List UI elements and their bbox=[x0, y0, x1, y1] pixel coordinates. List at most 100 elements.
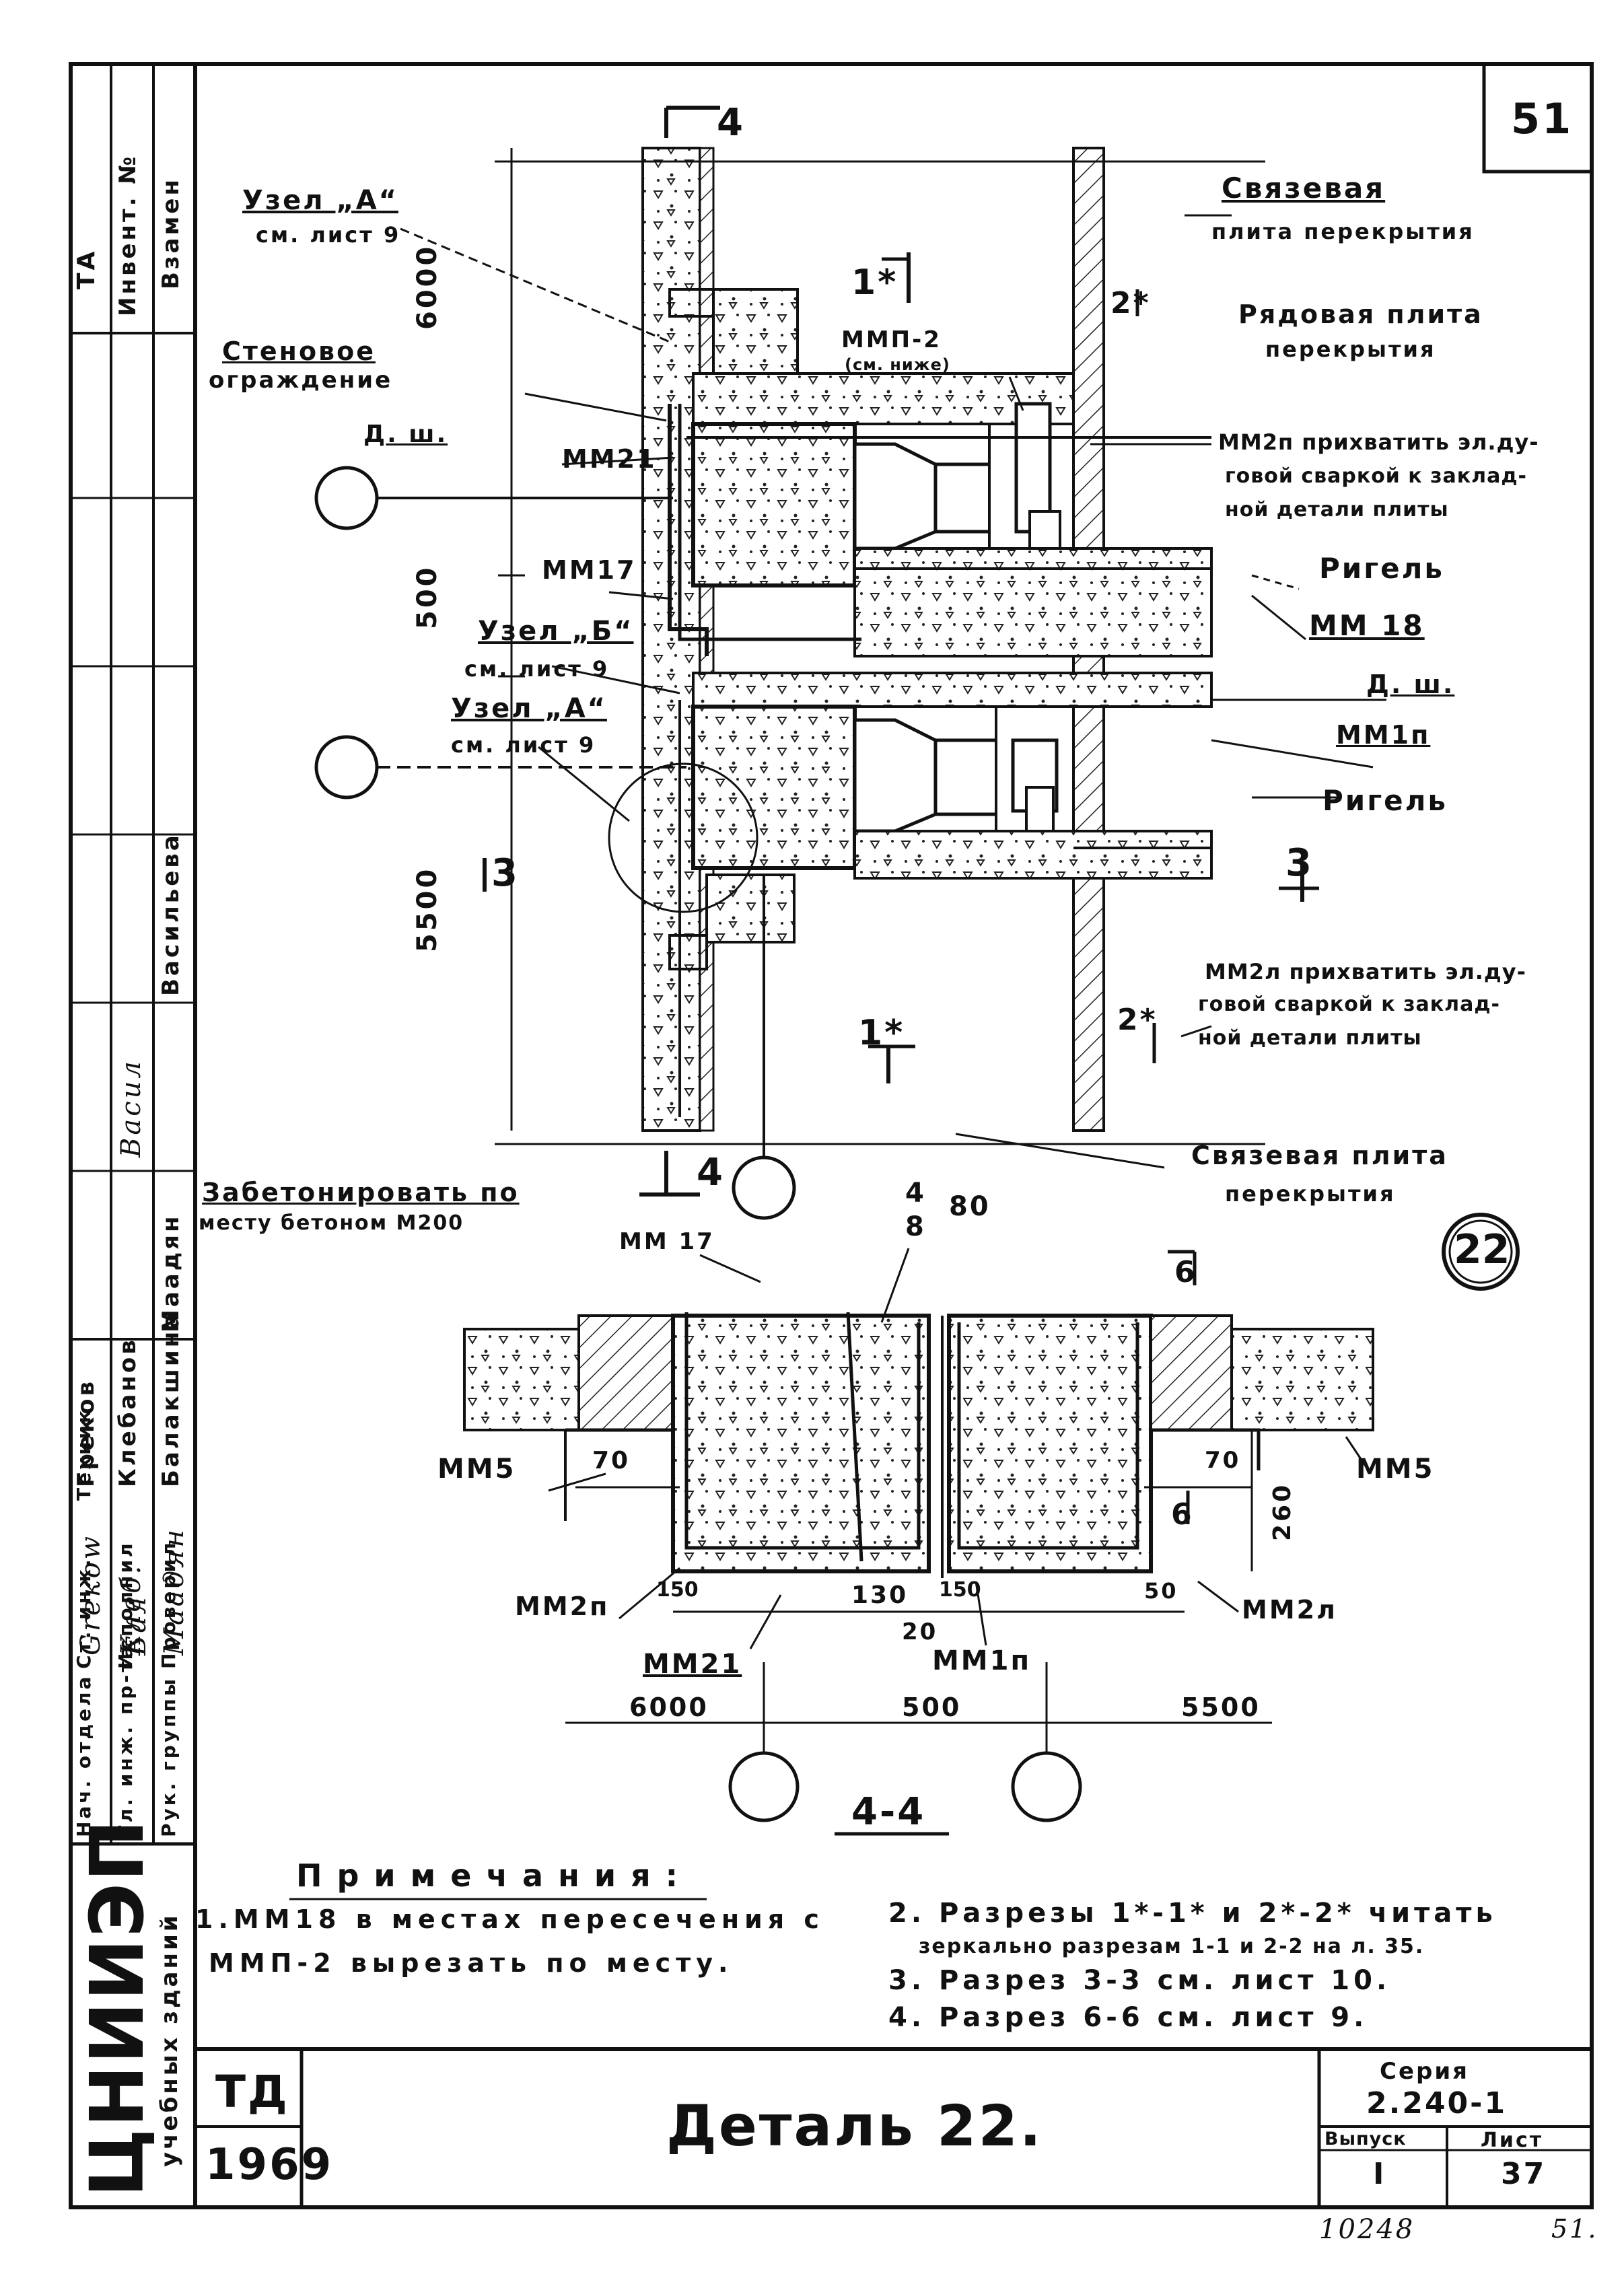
stamp-signature: Greкоw bbox=[75, 1534, 106, 1655]
section-dim-150: 150 bbox=[939, 1578, 981, 1602]
cut-label-1: 1* bbox=[851, 262, 898, 303]
section-label-mm2l: ММ2л bbox=[1242, 1595, 1337, 1625]
label-axis-d: Д. ш. bbox=[363, 421, 448, 448]
cut-label-3: 3 bbox=[491, 851, 520, 895]
cut-label-4: 4 bbox=[697, 1151, 725, 1195]
sheet-value: 37 bbox=[1501, 2157, 1547, 2191]
section-cut-6: 6 bbox=[1171, 1497, 1194, 1532]
note-mm2p-line2: говой сваркой к заклад- bbox=[1225, 464, 1528, 488]
note-4: 4. Разрез 6-6 см. лист 9. bbox=[888, 2002, 1368, 2033]
stamp-signature: Бал bbox=[121, 1594, 152, 1655]
frame-outer bbox=[69, 62, 1594, 2209]
cut-label-2: 2* bbox=[1110, 286, 1151, 320]
label-wall: Стеновое bbox=[222, 336, 376, 366]
archive-number: 10248 bbox=[1319, 2214, 1415, 2245]
section-axis-circle-left bbox=[728, 1751, 800, 1822]
cut-label-1: 1* bbox=[858, 1013, 905, 1053]
stamp-top-mark: ТА bbox=[73, 248, 100, 289]
note-2-line2: зеркально разрезам 1-1 и 2-2 на л. 35. bbox=[919, 1935, 1425, 1958]
stamp-name: Васильева bbox=[157, 832, 184, 996]
sheet-label: Лист bbox=[1481, 2129, 1544, 2152]
label-link-slab: Связевая bbox=[1222, 172, 1386, 205]
note-3: 3. Разрез 3-3 см. лист 10. bbox=[888, 1965, 1391, 1996]
label-uzel-a: Узел „А“ bbox=[451, 693, 607, 724]
axis-circle-bottom bbox=[732, 1155, 796, 1220]
label-mmp2-ref: (см. ниже) bbox=[845, 355, 950, 374]
section-scale-num: 4 bbox=[905, 1178, 926, 1209]
section-axis-circle-right bbox=[1011, 1751, 1082, 1822]
td-label: ТД bbox=[215, 2066, 289, 2118]
section-scale-dim: 80 bbox=[949, 1191, 991, 1222]
dim-6000: 6000 bbox=[412, 244, 443, 330]
org-subtitle: учебных зданий bbox=[156, 1913, 183, 2167]
label-floors: перекрытия bbox=[1265, 336, 1436, 362]
org-logo: ЦНИИЭП bbox=[74, 1818, 160, 2197]
label-mm21: ММ21 bbox=[562, 444, 657, 474]
stamp-signature: Васил bbox=[116, 1059, 147, 1157]
note-mm2l-line2: говой сваркой к заклад- bbox=[1198, 993, 1501, 1016]
note-mm2l-line1: ММ2л прихватить эл.ду- bbox=[1205, 959, 1526, 985]
section-dim-50: 50 bbox=[1144, 1578, 1178, 1604]
page-number-box bbox=[1482, 62, 1594, 174]
label-mm18: ММ 18 bbox=[1309, 609, 1425, 642]
label-link-slab-2: Связевая плита bbox=[1191, 1141, 1448, 1170]
label-floor-slab: плита перекрытия bbox=[1211, 219, 1475, 244]
stamp-name: Клебанов bbox=[114, 1337, 141, 1487]
page-number: 51 bbox=[1511, 94, 1574, 143]
stamp-name: Балакшина bbox=[157, 1310, 184, 1487]
note-1-line2: ММП-2 вырезать по месту. bbox=[209, 1948, 734, 1978]
detail-number: 22 bbox=[1454, 1226, 1510, 1273]
label-mmp2: ММП-2 bbox=[841, 326, 942, 353]
section-dim-130: 130 bbox=[851, 1581, 909, 1609]
detail-number-circle bbox=[1442, 1213, 1520, 1291]
section-dim-20: 20 bbox=[902, 1618, 938, 1645]
section-cut-6: 6 bbox=[1174, 1255, 1197, 1289]
label-axis-d: Д. ш. bbox=[1366, 670, 1455, 699]
section-label-mm2p: ММ2п bbox=[515, 1592, 610, 1621]
section-scale-den: 8 bbox=[905, 1211, 926, 1242]
cut-label-2: 2* bbox=[1117, 1003, 1158, 1037]
section-dim-260: 260 bbox=[1269, 1482, 1296, 1541]
label-uzel-a: Узел „А“ bbox=[242, 185, 398, 216]
section-span-6000: 6000 bbox=[629, 1692, 709, 1722]
note-mm2p-line3: ной детали плиты bbox=[1225, 498, 1449, 522]
label-ordinary-slab: Рядовая плита bbox=[1238, 299, 1483, 329]
note-2-line1: 2. Разрезы 1*-1* и 2*-2* читать bbox=[888, 1898, 1497, 1929]
stamp-role: Рук. группы bbox=[157, 1676, 180, 1837]
section-label-mm5: ММ5 bbox=[437, 1454, 516, 1485]
section-label-mm5: ММ5 bbox=[1356, 1454, 1435, 1485]
stamp-name: Маадян bbox=[157, 1213, 184, 1332]
cut-label-4: 4 bbox=[717, 101, 745, 145]
stamp-role: Гл. инж. пр-та bbox=[114, 1643, 137, 1837]
notes-heading: Примечания: bbox=[296, 1857, 693, 1894]
section-label-mm21: ММ21 bbox=[643, 1649, 742, 1680]
section-label-mm17: ММ 17 bbox=[619, 1228, 715, 1255]
series-label: Серия bbox=[1380, 2058, 1470, 2085]
stamp-header-replace: Взамен bbox=[157, 177, 184, 289]
stamp-name: Греков bbox=[73, 1378, 100, 1487]
section-label-mm1p: ММ1п bbox=[932, 1645, 1032, 1676]
section-dim-70: 70 bbox=[592, 1447, 631, 1474]
section-span-5500: 5500 bbox=[1181, 1692, 1261, 1722]
cut-label-3: 3 bbox=[1285, 841, 1314, 885]
year: 1969 bbox=[205, 2140, 334, 2190]
label-rigel: Ригель bbox=[1319, 552, 1444, 585]
bottom-page: 51. bbox=[1551, 2214, 1598, 2244]
label-mm1p: ММ1п bbox=[1336, 720, 1431, 750]
label-floors-2: перекрытия bbox=[1225, 1181, 1396, 1207]
label-see-sheet: см. лист 9 bbox=[464, 656, 610, 682]
node-circle bbox=[608, 762, 758, 913]
note-mm2l-line3: ной детали плиты bbox=[1198, 1026, 1422, 1050]
series-value: 2.240-1 bbox=[1366, 2086, 1508, 2120]
axis-circle-top bbox=[314, 466, 379, 530]
note-1-line1: 1.ММ18 в местах пересечения с bbox=[195, 1904, 824, 1934]
section-dim-150: 150 bbox=[656, 1578, 699, 1602]
stamp-header-inventory: Инвент. № bbox=[114, 153, 141, 316]
label-see-sheet: см. лист 9 bbox=[256, 222, 401, 248]
section-dim-70: 70 bbox=[1205, 1447, 1241, 1474]
issue-value: I bbox=[1373, 2157, 1386, 2191]
stamp-role: Нач. отдела bbox=[73, 1674, 95, 1837]
label-uzel-b: Узел „Б“ bbox=[478, 616, 634, 647]
